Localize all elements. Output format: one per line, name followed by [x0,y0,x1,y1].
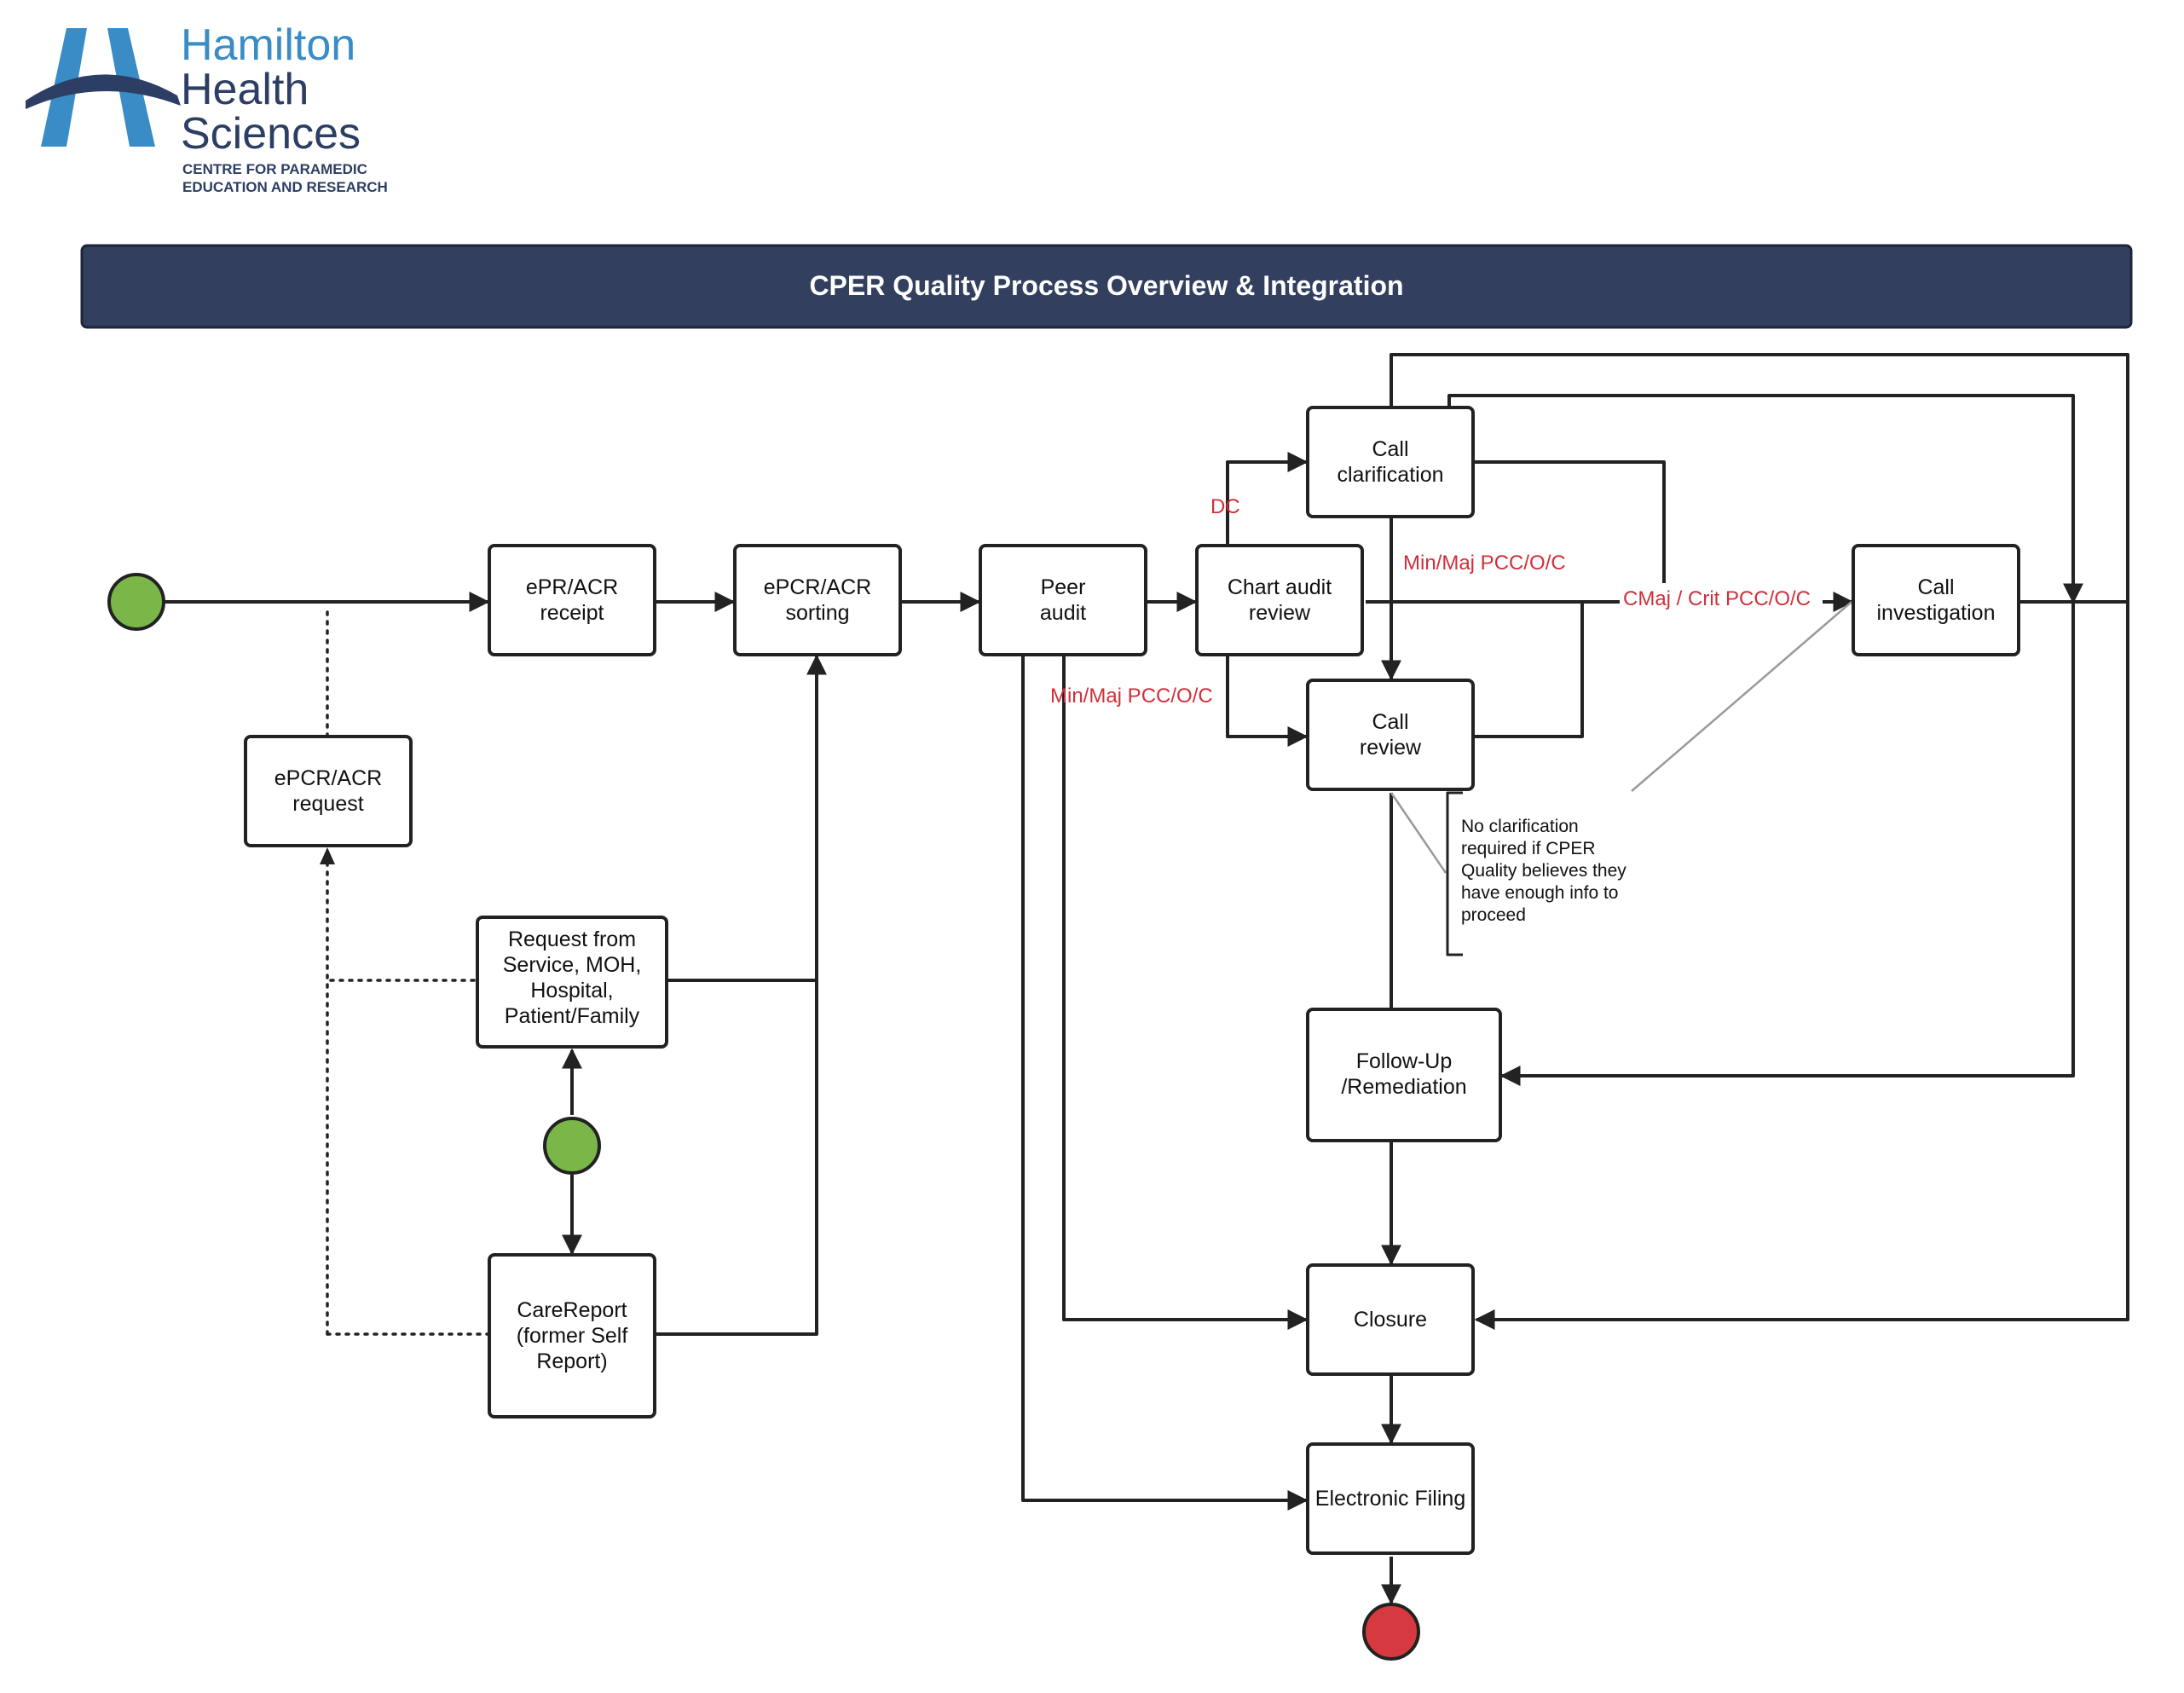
node-request-from [476,916,668,1049]
logo-mark-arch [26,74,181,109]
logo-subtitle-line1: CENTRE FOR PARAMEDIC [182,161,367,177]
edge-peer-to-closure [1062,656,1309,1330]
note-pointer-to-investigation [1631,601,1852,792]
node-peer-audit [979,544,1147,656]
edge-clarification-to-closure [1390,353,2129,1330]
note-pointer-to-callreview [1390,792,1447,874]
edge-label-cmaj: CMaj / Crit PCC/O/C [1623,587,1811,610]
edge-callreview-to-investigation [1475,602,1584,738]
node-carereport [488,1253,656,1419]
dotted-connectors [320,604,491,1336]
node-closure-label: Closure [1354,1308,1427,1332]
edge-carereport-to-sorting [655,980,818,1336]
node-electronic-filing [1306,1442,1475,1555]
edge-label-minmaj-top: Min/Maj PCC/O/C [1403,552,1566,575]
logo-word-health: Health [181,65,309,114]
start-node-secondary [543,1117,601,1175]
logo-subtitle-line2: EDUCATION AND RESEARCH [182,179,388,195]
start-node-main [107,573,165,631]
edge-request-to-sorting [667,654,827,982]
diagram-title: CPER Quality Process Overview & Integrat… [809,270,1403,301]
edge-label-minmaj-bottom: Min/Maj PCC/O/C [1050,685,1213,708]
edge-chart-to-clarification [1226,452,1309,546]
edge-label-cmaj-bg [1620,583,1823,612]
logo-word-sciences: Sciences [181,109,361,159]
node-epr-receipt [488,544,656,656]
edge-clarification-to-investigation [1475,460,1666,602]
connectors [164,353,2129,1605]
hhs-logo: Hamilton Health Sciences CENTRE FOR PARA… [26,20,388,195]
logo-word-hamilton: Hamilton [181,20,355,70]
node-electronic-filing-label: Electronic Filing [1315,1487,1465,1511]
node-followup-remediation [1306,1008,1502,1142]
note-bracket [1446,791,1463,956]
end-node [1362,1603,1420,1661]
node-epcr-request [244,735,413,847]
node-closure [1306,1263,1475,1376]
node-chart-audit-review [1195,544,1364,656]
node-epcr-sorting [733,544,902,656]
node-call-investigation [1852,544,2020,656]
dotted-arrowhead [320,847,335,864]
node-followup-label: Follow-Up/Remediation [1341,1049,1466,1099]
edge-label-dc: DC [1210,495,1240,518]
edge-chart-to-callreview [1226,656,1309,747]
node-call-clarification [1306,406,1475,518]
note-no-clarification: No clarification required if CPER Qualit… [1461,817,1632,925]
node-call-review [1306,679,1475,791]
title-bar [80,244,2133,329]
edge-peer-to-efiling [1021,656,1309,1511]
